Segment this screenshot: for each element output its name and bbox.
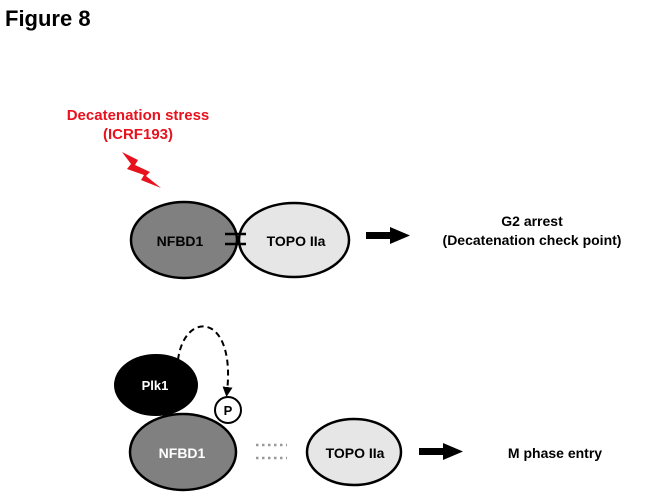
topo-label-bottom: TOPO IIa — [326, 445, 385, 461]
topo-ellipse-top — [237, 201, 351, 279]
outcome-m-phase: M phase entry — [508, 445, 602, 461]
arrow-to-g2-arrest — [366, 227, 410, 244]
nfbd1-label-top: NFBD1 — [157, 233, 204, 249]
phosphate-circle — [214, 396, 242, 424]
nfbd1-label-bottom: NFBD1 — [159, 445, 206, 461]
binding-double-bond — [225, 232, 246, 246]
arrow-to-m-phase — [419, 443, 463, 460]
stress-label-line2: (ICRF193) — [103, 126, 173, 143]
nfbd1-ellipse-top — [129, 200, 239, 280]
stress-label-line1: Decatenation stress — [67, 107, 210, 124]
plk1-label: Plk1 — [142, 378, 169, 393]
dissociation-dotted-lines — [256, 443, 287, 460]
topo-label-top: TOPO IIa — [267, 233, 326, 249]
topo-ellipse-bottom — [305, 417, 403, 487]
phosphate-label: P — [224, 403, 233, 418]
plk1-ellipse — [114, 354, 198, 416]
outcome-g2-arrest: G2 arrest — [501, 213, 563, 229]
phosphorylation-dashed-arrow — [177, 325, 233, 397]
outcome-checkpoint: (Decatenation check point) — [443, 232, 622, 248]
figure-title: Figure 8 — [5, 6, 91, 31]
lightning-bolt-icon — [122, 152, 161, 188]
nfbd1-ellipse-bottom — [128, 412, 238, 492]
